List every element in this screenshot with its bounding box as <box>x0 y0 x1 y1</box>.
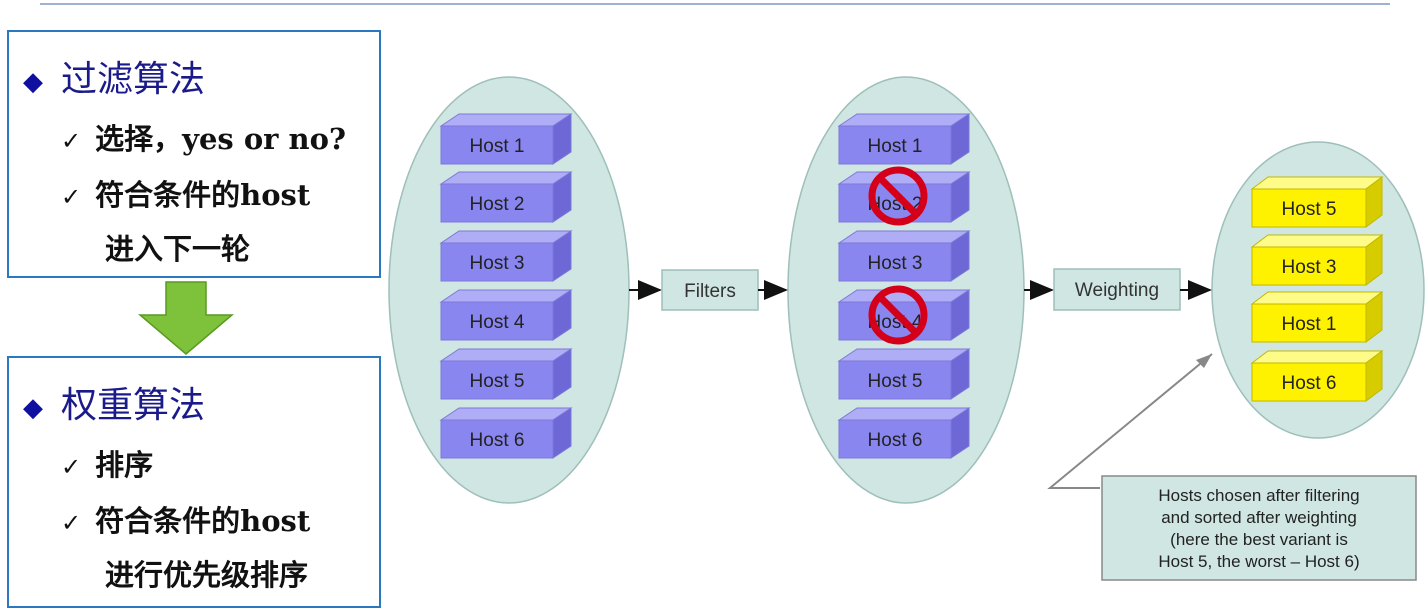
weight-item-host-text: 符合条件的host <box>95 504 311 538</box>
weight-item-sort: ✓ 排序 <box>61 442 153 484</box>
stage2-host: Host 1 <box>837 113 971 165</box>
weighting-box <box>1053 268 1181 311</box>
filter-algorithm-panel: ◆ 过滤算法 ✓ 选择，yes or no? ✓ 符合条件的host 进入下一轮 <box>7 30 381 278</box>
callout-pointer <box>1047 353 1213 489</box>
stage1-host: Host 6 <box>439 407 573 459</box>
stage2-host-label: Host 6 <box>868 430 923 451</box>
stage1-host: Host 3 <box>439 230 573 282</box>
stage2-host-label: Host 3 <box>868 253 923 274</box>
weight-algorithm-heading: ◆ 权重算法 <box>23 376 205 428</box>
stage1-host: Host 1 <box>439 113 573 165</box>
note-line: and sorted after weighting <box>1161 508 1357 527</box>
check-icon: ✓ <box>61 183 82 211</box>
stage1-host-label: Host 4 <box>470 312 525 333</box>
filter-item-host-continued: 进入下一轮 <box>105 232 251 266</box>
weight-item-sort-text: 排序 <box>95 448 154 482</box>
weight-item-host-continued: 进行优先级排序 <box>105 558 309 592</box>
stage1-host-label: Host 3 <box>470 253 525 274</box>
stage3-host-label: Host 5 <box>1282 199 1337 220</box>
filter-item-host: ✓ 符合条件的host <box>61 172 310 214</box>
weight-item-host: ✓ 符合条件的host <box>61 498 310 540</box>
stage1-host-label: Host 5 <box>470 371 525 392</box>
filter-algorithm-title: 过滤算法 <box>61 59 206 100</box>
note-line: Host 5, the worst – Host 6) <box>1158 552 1359 571</box>
check-icon: ✓ <box>61 127 82 155</box>
prohibited-icon <box>868 285 928 345</box>
stage3-host-label: Host 1 <box>1282 314 1337 335</box>
diamond-bullet-icon: ◆ <box>23 67 43 97</box>
stage1-host-label: Host 6 <box>470 430 525 451</box>
stage2-host: Host 6 <box>837 407 971 459</box>
stage2-host: Host 3 <box>837 230 971 282</box>
stage3-host-label: Host 6 <box>1282 373 1337 394</box>
callout-pointer-head <box>1196 354 1212 368</box>
stage2-host-label: Host 5 <box>868 371 923 392</box>
stage1-host: Host 2 <box>439 171 573 223</box>
weight-algorithm-panel: ◆ 权重算法 ✓ 排序 ✓ 符合条件的host 进行优先级排序 <box>7 356 381 608</box>
stage1-host-label: Host 1 <box>470 136 525 157</box>
filter-item-select: ✓ 选择，yes or no? <box>61 116 346 158</box>
stage3-host: Host 6 <box>1250 350 1384 402</box>
diamond-bullet-icon: ◆ <box>23 393 43 423</box>
stage2-host: Host 5 <box>837 348 971 400</box>
down-arrow-icon <box>138 281 234 355</box>
stage3-host: Host 5 <box>1250 176 1384 228</box>
note-line: (here the best variant is <box>1170 530 1348 549</box>
check-icon: ✓ <box>61 453 82 481</box>
note-box <box>1101 475 1417 581</box>
filters-label: Filters <box>684 281 736 302</box>
weight-algorithm-title: 权重算法 <box>61 385 206 426</box>
stage2-host-label: Host 1 <box>868 136 923 157</box>
note-line: Hosts chosen after filtering <box>1158 486 1359 505</box>
filter-item-select-text: 选择，yes or no? <box>95 122 346 156</box>
stage1-host: Host 4 <box>439 289 573 341</box>
stage1-host-label: Host 2 <box>470 194 525 215</box>
stage3-host-label: Host 3 <box>1282 257 1337 278</box>
stage3-host: Host 1 <box>1250 291 1384 343</box>
stage1-host: Host 5 <box>439 348 573 400</box>
weighting-label: Weighting <box>1075 280 1159 301</box>
check-icon: ✓ <box>61 509 82 537</box>
filter-algorithm-heading: ◆ 过滤算法 <box>23 50 205 102</box>
top-rule <box>40 3 1390 5</box>
filter-item-host-text: 符合条件的host <box>95 178 311 212</box>
stage2-host-rejected: Host 4 <box>837 289 971 341</box>
stage2-host-rejected: Host 2 <box>837 171 971 223</box>
prohibited-icon <box>868 166 928 226</box>
stage3-host: Host 3 <box>1250 234 1384 286</box>
